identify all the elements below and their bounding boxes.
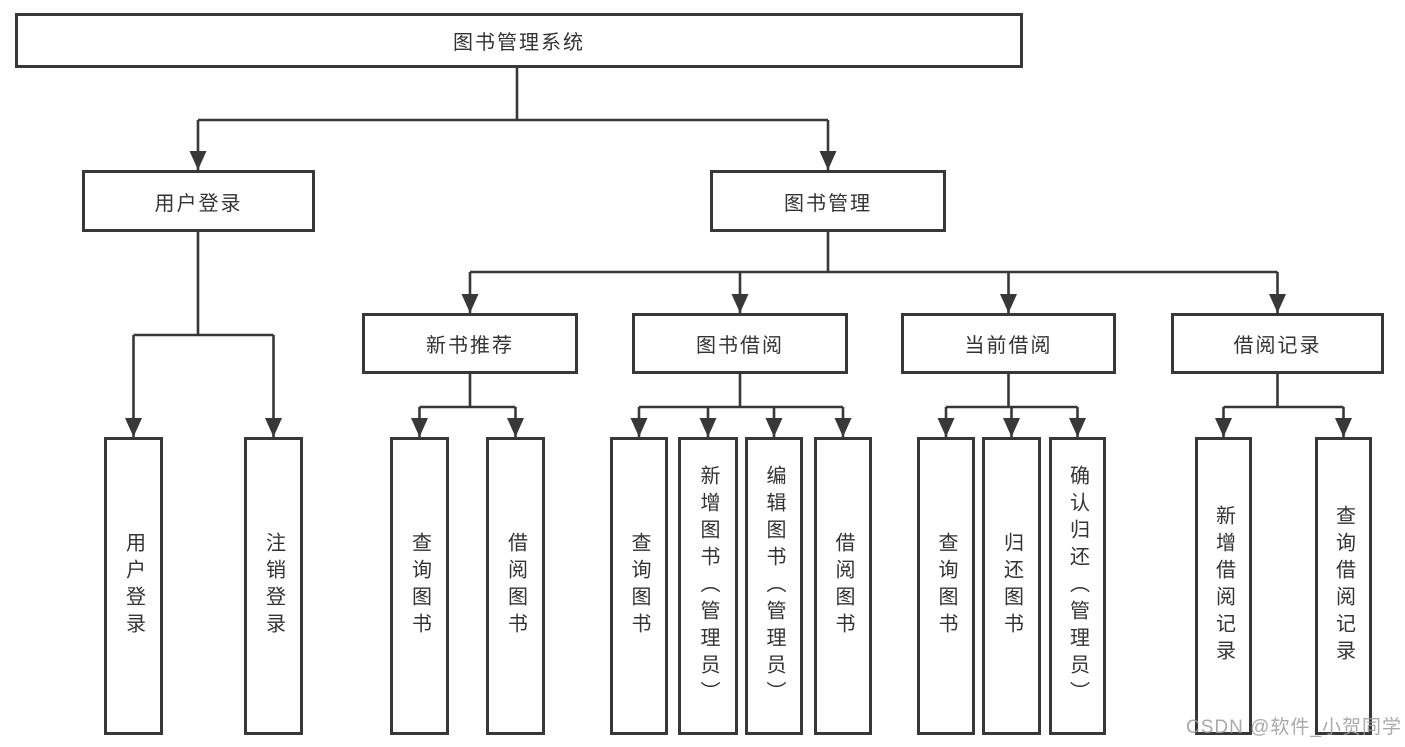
node-label: 用户登录	[122, 532, 145, 640]
node-library-management-system: 图书管理系统	[15, 13, 1023, 68]
leaf-query-books-current: 查询图书	[917, 437, 975, 735]
leaf-query-borrow-record: 查询借阅记录	[1315, 437, 1372, 735]
leaf-add-borrow-record: 新增借阅记录	[1195, 437, 1252, 735]
node-label: 借阅图书	[832, 532, 854, 640]
node-label: 借阅图书	[504, 532, 527, 640]
node-label: 新增借阅记录	[1212, 505, 1235, 667]
node-label: 查询图书	[408, 532, 431, 640]
connector-group	[125, 68, 1352, 437]
node-new-book-recommend: 新书推荐	[362, 313, 578, 374]
node-label: 用户登录	[154, 192, 243, 215]
leaf-borrow-books-recommend: 借阅图书	[486, 437, 545, 735]
leaf-edit-books-admin: 编辑图书（管理员）	[745, 437, 803, 735]
leaf-borrow-books: 借阅图书	[814, 437, 872, 735]
node-label: 查询借阅记录	[1332, 505, 1355, 667]
csdn-watermark: CSDN @软件_小贺同学	[1186, 717, 1402, 738]
node-label: 注销登录	[262, 532, 285, 640]
node-book-borrowing: 图书借阅	[632, 313, 848, 374]
node-label: 图书借阅	[696, 335, 784, 357]
leaf-logout: 注销登录	[244, 437, 303, 735]
leaf-add-books-admin: 新增图书（管理员）	[678, 437, 738, 735]
leaf-return-books: 归还图书	[982, 437, 1041, 735]
leaf-query-books-borrow: 查询图书	[610, 437, 668, 735]
node-label: 新增图书（管理员）	[697, 464, 719, 708]
node-label: 查询图书	[935, 532, 957, 640]
node-label: 图书管理系统	[453, 32, 585, 54]
node-label: 借阅记录	[1233, 335, 1322, 357]
node-label: 确认归还（管理员）	[1066, 464, 1089, 708]
node-label: 当前借阅	[964, 335, 1053, 357]
node-label: 编辑图书（管理员）	[763, 464, 785, 708]
leaf-user-login: 用户登录	[104, 437, 163, 735]
node-borrowing-records: 借阅记录	[1171, 313, 1384, 374]
node-user-login: 用户登录	[82, 170, 315, 232]
node-label: 图书管理	[784, 192, 872, 215]
node-label: 查询图书	[628, 532, 650, 640]
node-label: 新书推荐	[426, 335, 514, 357]
node-book-management: 图书管理	[710, 170, 946, 232]
node-label: 归还图书	[1000, 532, 1023, 640]
leaf-confirm-return-admin: 确认归还（管理员）	[1049, 437, 1106, 735]
node-current-borrowing: 当前借阅	[901, 313, 1116, 374]
leaf-query-books-recommend: 查询图书	[390, 437, 449, 735]
